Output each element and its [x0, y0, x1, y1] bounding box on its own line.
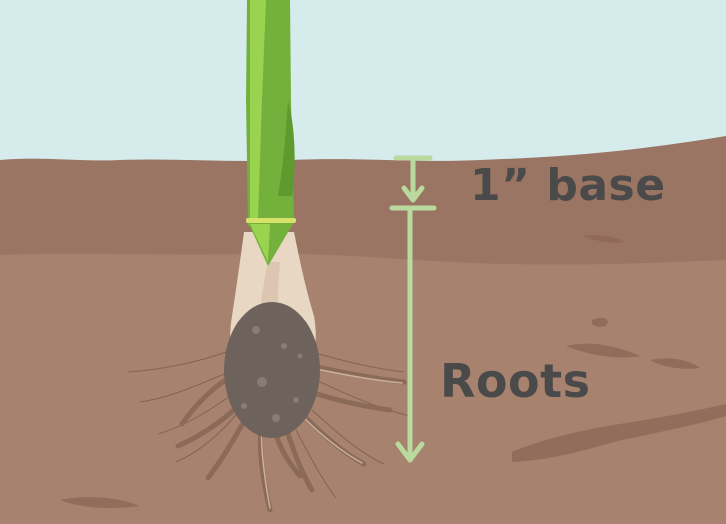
soil-streak	[512, 404, 726, 462]
soil-speck	[297, 353, 303, 359]
root-highlight	[301, 415, 363, 464]
stem-leaf-sheath	[278, 100, 295, 196]
hair-root	[311, 351, 405, 373]
root-highlight	[311, 367, 403, 384]
stem-ring	[246, 218, 296, 223]
soil-speck	[257, 377, 267, 387]
sky	[0, 0, 726, 180]
hair-root	[315, 379, 411, 417]
arrow-down-icon	[395, 441, 425, 463]
subsoil-layer	[0, 253, 726, 524]
measure-arrows	[389, 155, 437, 463]
main-root	[307, 389, 393, 413]
soil-streak	[650, 358, 700, 369]
main-root	[309, 363, 407, 385]
soil-speck	[252, 326, 260, 334]
hair-root	[295, 429, 337, 499]
root-ball	[224, 302, 320, 438]
hair-root	[311, 409, 385, 465]
root-ball-texture	[241, 326, 303, 422]
hair-root	[175, 409, 241, 463]
soil-speck	[272, 414, 280, 422]
soil-streak	[566, 343, 640, 358]
stem-base-tip-highlight	[250, 224, 270, 262]
stem-highlight	[250, 0, 266, 222]
soil-speck	[281, 343, 287, 349]
soil-streak	[591, 318, 608, 327]
soil-streak	[583, 235, 626, 243]
soil-speck	[241, 403, 247, 409]
soil-streak	[60, 497, 140, 508]
soil-speck	[293, 397, 299, 403]
base-depth-label: 1” base	[470, 160, 666, 211]
roots-label: Roots	[440, 354, 591, 408]
hair-root	[127, 349, 233, 373]
soil-texture	[60, 235, 726, 508]
hair-root	[139, 369, 235, 403]
arrow-down-icon	[401, 185, 425, 203]
